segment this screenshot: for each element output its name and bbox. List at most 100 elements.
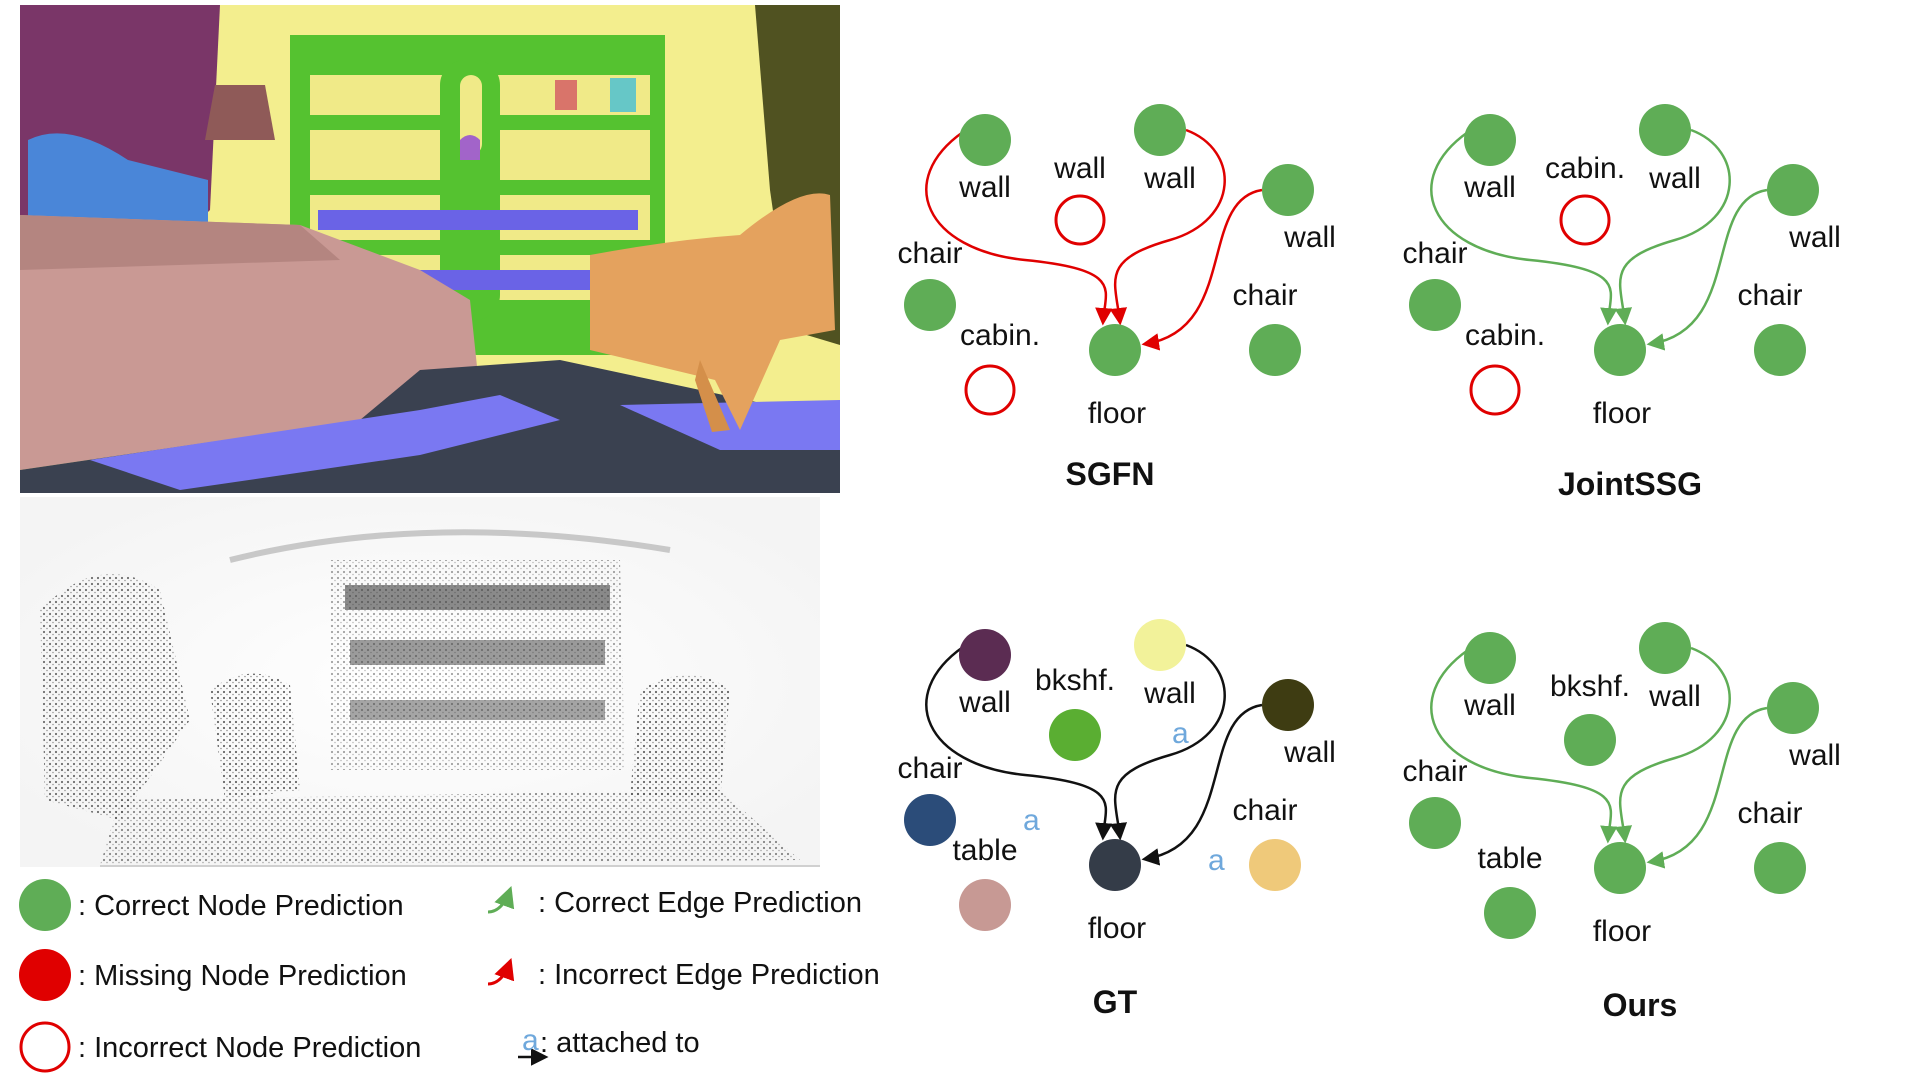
legend-attached-to-label: : attached to — [540, 1027, 700, 1059]
mesh-render-image — [20, 5, 840, 493]
edge-relation-label: a — [1023, 804, 1040, 837]
node-fl — [1594, 842, 1646, 894]
node-label: wall — [958, 686, 1011, 719]
edge-w4-fl — [1646, 188, 1768, 351]
node-ch2 — [1754, 324, 1806, 376]
point-cloud-image — [20, 497, 820, 867]
node-fl — [1089, 324, 1141, 376]
node-label: chair — [1232, 279, 1297, 312]
node-fl — [1089, 839, 1141, 891]
edge-w4-fl — [1141, 188, 1263, 351]
node-label: wall — [1463, 689, 1516, 722]
node-ch1 — [904, 279, 956, 331]
graph-gt: a a a wall bkshf. wall wall chair table chair floo… — [897, 619, 1336, 945]
bookshelf-mesh — [290, 35, 665, 355]
node-w4 — [1262, 679, 1314, 731]
node-w2 — [1054, 194, 1106, 246]
attached-to-glyph: a — [522, 1024, 539, 1057]
missing-node-swatch — [19, 949, 71, 1001]
edge-w3-fl — [1614, 646, 1731, 844]
graph-title: SGFN — [1066, 456, 1155, 492]
node-label: table — [952, 834, 1017, 867]
legend-correct-edge: : Correct Edge Prediction — [487, 886, 862, 919]
node-label: wall — [1283, 736, 1336, 769]
legend-incorrect-edge-label: : Incorrect Edge Prediction — [538, 959, 880, 991]
graph-jointssg: wall cabin. wall wall chair cabin. chair floor — [1402, 104, 1841, 430]
graph-title: GT — [1093, 984, 1138, 1020]
node-w2 — [1559, 194, 1611, 246]
node-ch1 — [904, 794, 956, 846]
node-w4 — [1767, 164, 1819, 216]
node-label: cabin. — [960, 319, 1040, 352]
node-label: bkshf. — [1550, 670, 1630, 703]
legend-correct-edge-label: : Correct Edge Prediction — [538, 887, 862, 919]
node-w3 — [1639, 104, 1691, 156]
node-w2 — [1564, 714, 1616, 766]
node-label: wall — [1648, 680, 1701, 713]
edge-w1-fl — [1430, 130, 1618, 326]
edge-relation-label: a — [1208, 844, 1225, 877]
correct-edge-swatch-arrow — [487, 886, 515, 914]
legend-incorrect-node: : Incorrect Node Prediction — [19, 1021, 421, 1073]
edge-w3-fl — [1614, 128, 1731, 326]
node-label: wall — [958, 171, 1011, 204]
edge-w4-fl — [1646, 706, 1768, 869]
node-w1 — [959, 629, 1011, 681]
legend-correct-node-label: : Correct Node Prediction — [78, 890, 404, 922]
node-ch2 — [1754, 842, 1806, 894]
node-label: chair — [1232, 794, 1297, 827]
node-label: wall — [1648, 162, 1701, 195]
node-w3 — [1639, 622, 1691, 674]
graph-title: Ours — [1603, 987, 1678, 1023]
node-w3 — [1134, 619, 1186, 671]
node-label: chair — [1402, 237, 1467, 270]
node-ch2 — [1249, 839, 1301, 891]
edge-w1-fl — [1430, 648, 1618, 844]
node-label: floor — [1088, 912, 1146, 945]
node-label: chair — [897, 752, 962, 785]
node-fl — [1594, 324, 1646, 376]
node-ch1 — [1409, 279, 1461, 331]
node-w1 — [1464, 632, 1516, 684]
edge-relation-label: a — [1172, 717, 1189, 750]
legend-correct-node: : Correct Node Prediction — [19, 879, 404, 931]
node-label: cabin. — [1465, 319, 1545, 352]
node-cab — [1469, 364, 1521, 416]
node-label: floor — [1593, 397, 1651, 430]
node-label: wall — [1143, 162, 1196, 195]
node-label: cabin. — [1545, 152, 1625, 185]
node-label: chair — [1402, 755, 1467, 788]
node-label: wall — [1463, 171, 1516, 204]
node-w3 — [1134, 104, 1186, 156]
node-label: bkshf. — [1035, 664, 1115, 697]
legend-missing-node-label: : Missing Node Prediction — [78, 960, 407, 992]
legend-missing-node: : Missing Node Prediction — [19, 949, 407, 1001]
node-label: wall — [1143, 677, 1196, 710]
node-cab — [1484, 887, 1536, 939]
legend-incorrect-edge: : Incorrect Edge Prediction — [487, 958, 880, 991]
legend: : Correct Node Prediction : Missing Node… — [19, 879, 880, 1073]
incorrect-node-swatch — [19, 1021, 71, 1073]
node-label: table — [1477, 842, 1542, 875]
node-w4 — [1262, 164, 1314, 216]
edge-w1-fl — [925, 130, 1113, 326]
incorrect-edge-swatch-arrow — [487, 958, 515, 986]
node-w4 — [1767, 682, 1819, 734]
node-label: chair — [1737, 797, 1802, 830]
correct-node-swatch — [19, 879, 71, 931]
node-cab — [964, 364, 1016, 416]
node-label: wall — [1283, 221, 1336, 254]
node-ch1 — [1409, 797, 1461, 849]
edge-w4-fl — [1141, 703, 1263, 866]
node-label: wall — [1053, 152, 1106, 185]
edge-w3-fl — [1109, 128, 1226, 326]
node-label: chair — [1737, 279, 1802, 312]
legend-incorrect-node-label: : Incorrect Node Prediction — [78, 1032, 421, 1064]
node-label: wall — [1788, 221, 1841, 254]
node-w2 — [1049, 709, 1101, 761]
edge-w3-fl — [1109, 643, 1226, 841]
graph-title: JointSSG — [1558, 466, 1702, 502]
node-w1 — [959, 114, 1011, 166]
